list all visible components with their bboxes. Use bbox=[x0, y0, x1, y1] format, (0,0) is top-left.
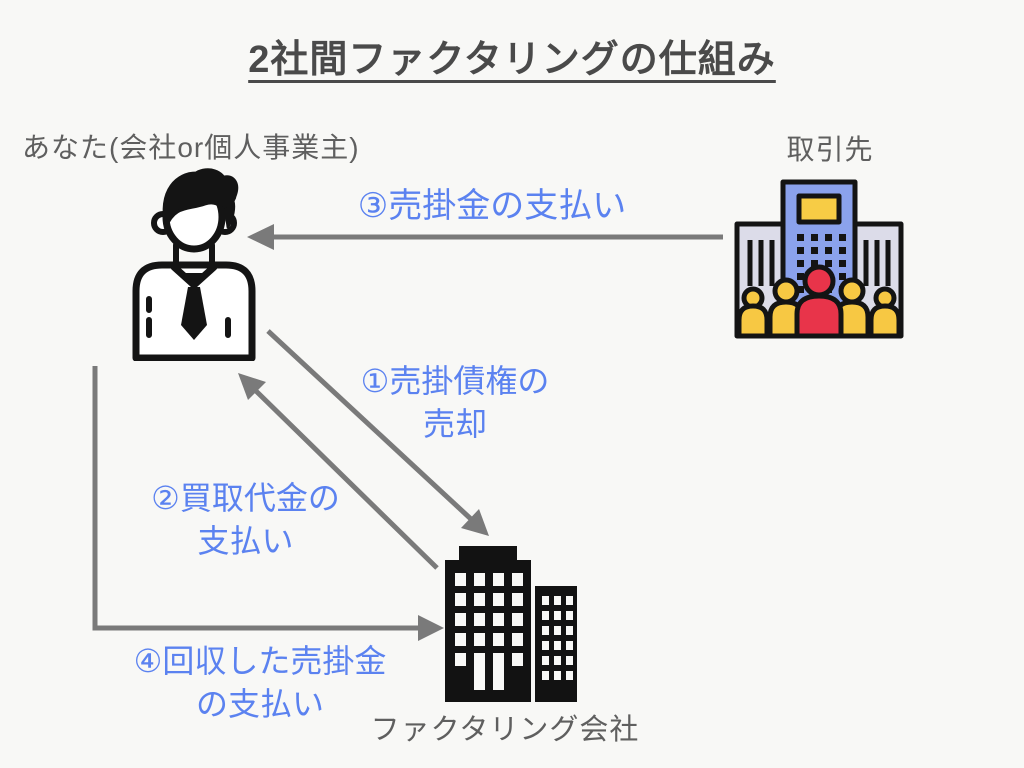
arrow-f4-you-to-factoring bbox=[92, 366, 444, 641]
flow-label-1-line2: 売却 bbox=[422, 406, 487, 443]
arrow-f2-factoring-to-you bbox=[238, 373, 439, 570]
factoring-company-icon bbox=[445, 546, 577, 702]
flow-label-4-line1: ④回収した売掛金 bbox=[133, 643, 387, 679]
actor-label-you: あなた(会社or個人事業主) bbox=[22, 132, 360, 163]
actor-label-client: 取引先 bbox=[786, 134, 874, 165]
arrow-f3-client-to-you bbox=[247, 224, 723, 250]
flow-label-3-receivable-payment: ③売掛金の支払い bbox=[327, 184, 657, 230]
flow-label-2-line1: ②買取代金の bbox=[151, 480, 340, 516]
flow-label-1-line1: ①売掛債権の bbox=[360, 363, 550, 399]
flow-label-2-purchase-payment: ②買取代金の 支払い bbox=[123, 477, 368, 563]
client-company-icon bbox=[734, 179, 904, 339]
actor-label-factoring-company: ファクタリング会社 bbox=[370, 714, 640, 746]
flow-label-4-collected-payment: ④回収した売掛金 の支払い bbox=[90, 640, 430, 726]
flow-label-1-sell-receivable: ①売掛債権の 売却 bbox=[335, 360, 575, 446]
flow-label-4-line2: の支払い bbox=[195, 686, 324, 723]
flow-label-3-line1: ③売掛金の支払い bbox=[357, 187, 627, 225]
arrow-f1-you-to-factoring bbox=[266, 329, 489, 536]
diagram-title: 2社間ファクタリングの仕組み bbox=[248, 39, 776, 81]
businessman-icon bbox=[132, 168, 256, 361]
flow-label-2-line2: 支払い bbox=[197, 523, 294, 560]
